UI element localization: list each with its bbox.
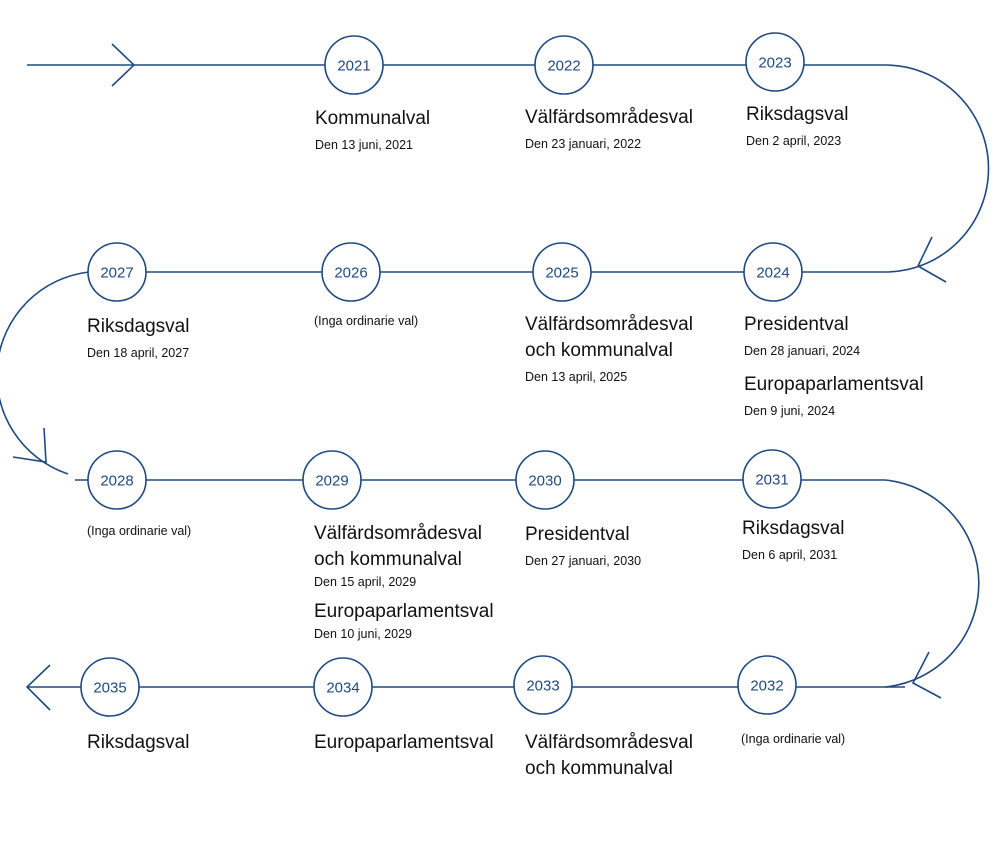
event-title: Presidentval (525, 524, 630, 545)
event-2032: (Inga ordinarie val) (741, 732, 971, 746)
event-title: Europaparlamentsval (314, 732, 494, 753)
year-label-2035: 2035 (93, 680, 126, 697)
year-node-2026: 2026 (321, 242, 381, 302)
curve-arrow-icon-1 (916, 236, 947, 283)
event-note: (Inga ordinarie val) (314, 314, 419, 328)
event-2034: Europaparlamentsval (314, 730, 544, 756)
year-node-2024: 2024 (743, 242, 803, 302)
event-2025: Välfärdsområdesval och kommunalval Den 1… (525, 312, 755, 386)
event-2023: Riksdagsval Den 2 april, 2023 (746, 102, 976, 150)
event-2030: Presidentval Den 27 januari, 2030 (525, 522, 755, 570)
start-arrow-icon (111, 43, 136, 87)
curve-arrow-icon-3 (911, 651, 942, 699)
event-2028: (Inga ordinarie val) (87, 524, 317, 538)
event-title: Riksdagsval (746, 104, 849, 125)
year-label-2032: 2032 (750, 678, 783, 695)
event-2035: Riksdagsval (87, 730, 317, 756)
year-label-2029: 2029 (315, 473, 348, 490)
year-label-2021: 2021 (337, 58, 370, 75)
year-label-2023: 2023 (758, 55, 791, 72)
event-2021: Kommunalval Den 13 juni, 2021 (315, 106, 545, 154)
curve-arrow-icon-2 (12, 427, 47, 463)
event-title-2: Europaparlamentsval (314, 601, 494, 622)
event-date: Den 18 april, 2027 (87, 346, 190, 360)
event-2024: Presidentval Den 28 januari, 2024 Europa… (744, 312, 974, 420)
event-title-line-1: Välfärdsområdesval (525, 314, 693, 335)
event-note: (Inga ordinarie val) (87, 524, 192, 538)
year-label-2026: 2026 (334, 265, 367, 282)
year-node-2030: 2030 (515, 450, 575, 510)
year-label-2025: 2025 (545, 265, 578, 282)
event-title: Riksdagsval (87, 316, 190, 337)
event-title-line-1: Välfärdsområdesval (525, 732, 693, 753)
year-node-2033: 2033 (513, 655, 573, 715)
event-date-2: Den 10 juni, 2029 (314, 627, 412, 641)
year-node-2031: 2031 (742, 449, 802, 509)
year-label-2034: 2034 (326, 680, 359, 697)
timeline-path (0, 43, 990, 711)
event-2027: Riksdagsval Den 18 april, 2027 (87, 314, 317, 362)
year-node-2025: 2025 (532, 242, 592, 302)
year-node-2022: 2022 (534, 35, 594, 95)
event-date: Den 13 juni, 2021 (315, 138, 413, 152)
event-2029: Välfärdsområdesval och kommunalval Den 1… (314, 521, 544, 643)
year-node-2027: 2027 (87, 242, 147, 302)
year-node-2035: 2035 (80, 657, 140, 717)
year-node-2034: 2034 (313, 657, 373, 717)
curve-right-1 (884, 64, 990, 273)
event-title: Riksdagsval (742, 518, 845, 539)
event-title-line-1: Välfärdsområdesval (314, 523, 482, 544)
event-2031: Riksdagsval Den 6 april, 2031 (742, 516, 972, 564)
event-title: Presidentval (744, 314, 849, 335)
event-title: Riksdagsval (87, 732, 190, 753)
event-date: Den 2 april, 2023 (746, 134, 842, 148)
event-date: Den 13 april, 2025 (525, 370, 628, 384)
event-date: Den 28 januari, 2024 (744, 344, 861, 358)
year-node-2028: 2028 (87, 450, 147, 510)
event-title-line-2: och kommunalval (525, 758, 673, 779)
event-2026: (Inga ordinarie val) (314, 314, 544, 328)
event-date: Den 27 januari, 2030 (525, 554, 642, 568)
year-node-2023: 2023 (745, 32, 805, 92)
year-label-2028: 2028 (100, 473, 133, 490)
event-date: Den 15 april, 2029 (314, 575, 417, 589)
event-2033: Välfärdsområdesval och kommunalval (525, 730, 755, 782)
curve-left-1 (0, 271, 90, 475)
year-node-2032: 2032 (737, 655, 797, 715)
year-node-2021: 2021 (324, 35, 384, 95)
event-2022: Välfärdsområdesval Den 23 januari, 2022 (525, 105, 755, 153)
curve-right-2 (884, 479, 980, 688)
year-label-2022: 2022 (547, 58, 580, 75)
end-arrow-icon (25, 664, 51, 711)
event-date: Den 23 januari, 2022 (525, 137, 642, 151)
event-title: Välfärdsområdesval (525, 107, 693, 128)
event-title-line-2: och kommunalval (314, 549, 462, 570)
event-title-line-2: och kommunalval (525, 340, 673, 361)
event-date: Den 6 april, 2031 (742, 548, 838, 562)
event-note: (Inga ordinarie val) (741, 732, 846, 746)
year-label-2030: 2030 (528, 473, 561, 490)
year-label-2033: 2033 (526, 678, 559, 695)
event-date-2: Den 9 juni, 2024 (744, 404, 836, 418)
year-node-2029: 2029 (302, 450, 362, 510)
year-label-2031: 2031 (755, 472, 788, 489)
event-title: Kommunalval (315, 108, 431, 129)
year-label-2024: 2024 (756, 265, 789, 282)
event-title-2: Europaparlamentsval (744, 374, 924, 395)
year-label-2027: 2027 (100, 265, 133, 282)
